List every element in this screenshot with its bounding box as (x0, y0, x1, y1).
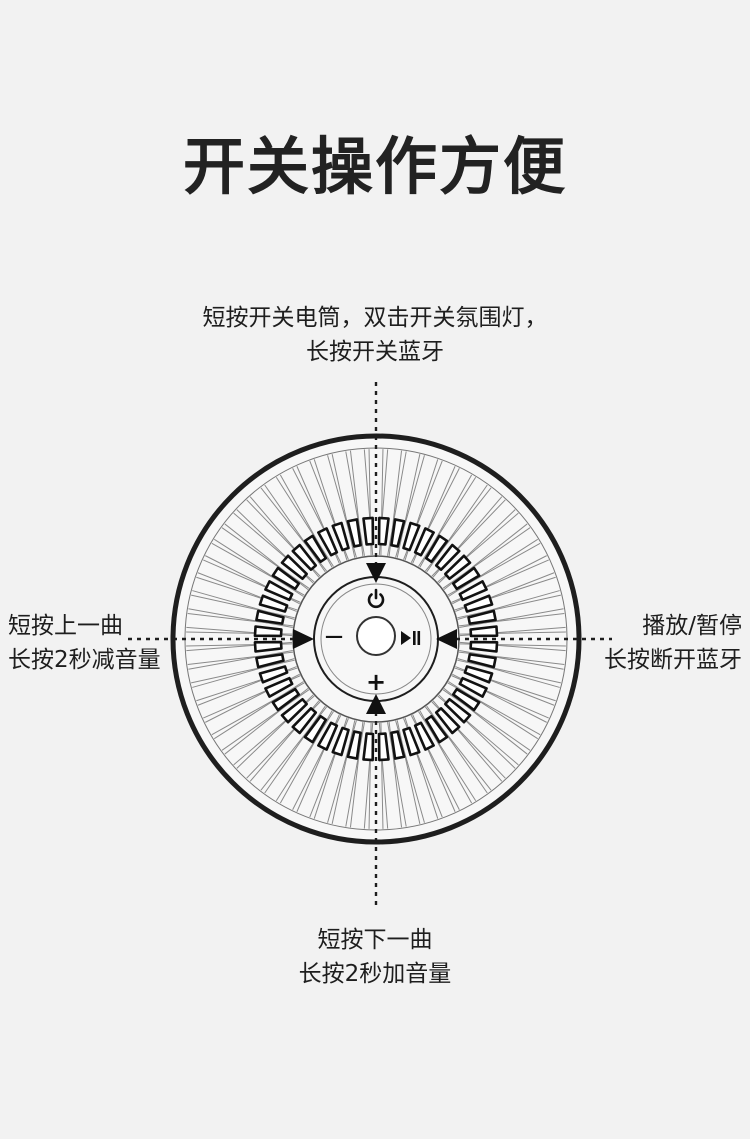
arrow-up-icon (366, 694, 386, 714)
speaker-slot (463, 594, 494, 613)
play-pause-icon (401, 631, 421, 645)
arrow-down-icon (366, 563, 386, 583)
grille-rib (264, 705, 334, 802)
speaker-slot (451, 687, 481, 712)
speaker-slot (264, 676, 294, 698)
speaker-slot (271, 566, 301, 591)
grille-rib (188, 594, 295, 628)
speaker-slot (255, 653, 285, 669)
plus-icon: + (366, 668, 386, 696)
speaker-slot (402, 726, 421, 757)
speaker-slot (451, 566, 481, 591)
grille-rib (264, 476, 334, 573)
speaker-slot (317, 721, 339, 751)
leader-lines (128, 382, 612, 905)
callout-next-line1: 短按下一曲 (317, 927, 433, 953)
arrow-heads (293, 563, 457, 714)
center-button[interactable] (356, 616, 396, 656)
callout-next: 短按下一曲 长按2秒加音量 (0, 923, 750, 991)
speaker-slot (264, 580, 294, 602)
speaker-slot (331, 726, 350, 757)
speaker-slot (346, 730, 362, 760)
grille-rib (387, 720, 421, 827)
power-button[interactable] (367, 588, 385, 609)
callout-power-line2: 长按开关蓝牙 (306, 339, 444, 365)
speaker-slot (317, 527, 339, 557)
speaker-slot (291, 707, 318, 735)
callout-play-pause-line2: 长按断开蓝牙 (604, 647, 742, 673)
callout-power: 短按开关电筒，双击开关氛围灯， 长按开关蓝牙 (0, 301, 750, 369)
callout-power-line1: 短按开关电筒，双击开关氛围灯， (202, 305, 548, 331)
speaker-slot (291, 543, 318, 571)
speaker-slot (303, 714, 328, 744)
callout-next-line2: 长按2秒加音量 (298, 961, 452, 987)
grille-rib (418, 705, 488, 802)
speaker-slot (253, 640, 283, 653)
callout-play-pause-line1: 播放/暂停 (642, 613, 742, 639)
speaker-slot (331, 521, 350, 552)
grille-rib (442, 681, 539, 751)
page-title: 开关操作方便 (182, 130, 567, 203)
speaker-slot (469, 640, 499, 653)
speaker-slot (255, 609, 285, 625)
speaker-slot-ring (253, 516, 499, 762)
speaker-slot (280, 697, 308, 724)
grille-rib (213, 681, 310, 751)
speaker-slot (258, 594, 289, 613)
speaker-slot (458, 580, 488, 602)
speaker-slot (390, 518, 406, 548)
speaker-slot (390, 730, 406, 760)
speaker-slot (467, 653, 497, 669)
speaker-slot (362, 732, 375, 762)
grille-rib (331, 720, 365, 827)
minus-button[interactable]: − (323, 622, 345, 652)
speaker-slot (434, 543, 461, 571)
speaker-slot (467, 609, 497, 625)
speaker-slot (424, 714, 449, 744)
play-pause-button[interactable] (401, 631, 421, 645)
grille-rib (457, 650, 564, 684)
arrow-right-icon (293, 629, 314, 649)
speaker-slot (434, 707, 461, 735)
arrow-left-icon (436, 629, 457, 649)
grille-rib (331, 451, 365, 558)
callout-previous-line2: 长按2秒减音量 (8, 647, 161, 673)
speaker-slot (444, 554, 472, 581)
speaker-slot (303, 534, 328, 564)
speaker-slot (377, 732, 390, 762)
speaker-slot (253, 625, 283, 638)
speaker-slot (362, 516, 375, 546)
grille-rib (442, 527, 539, 597)
grille-rib (213, 527, 310, 597)
grille-rib (188, 650, 295, 684)
speaker-slot (271, 687, 301, 712)
speaker-slot (413, 721, 435, 751)
callout-previous: 短按上一曲 长按2秒减音量 (8, 609, 161, 677)
speaker-slot (377, 516, 390, 546)
speaker-slot (463, 665, 494, 684)
speaker-slot (458, 676, 488, 698)
speaker-slot (346, 518, 362, 548)
minus-icon: − (323, 622, 345, 652)
speaker-slot (469, 625, 499, 638)
callout-play-pause: 播放/暂停 长按断开蓝牙 (604, 609, 742, 677)
speaker-slot (444, 697, 472, 724)
speaker-slot (402, 521, 421, 552)
speaker-slot (424, 534, 449, 564)
callout-previous-line1: 短按上一曲 (8, 613, 123, 639)
speaker-slot (258, 665, 289, 684)
grille-rib (457, 594, 564, 628)
plus-button[interactable]: + (366, 668, 386, 696)
power-icon (367, 588, 385, 609)
speaker-slot (280, 554, 308, 581)
speaker-slot (413, 527, 435, 557)
grille-rib (418, 476, 488, 573)
grille-rib (387, 451, 421, 558)
